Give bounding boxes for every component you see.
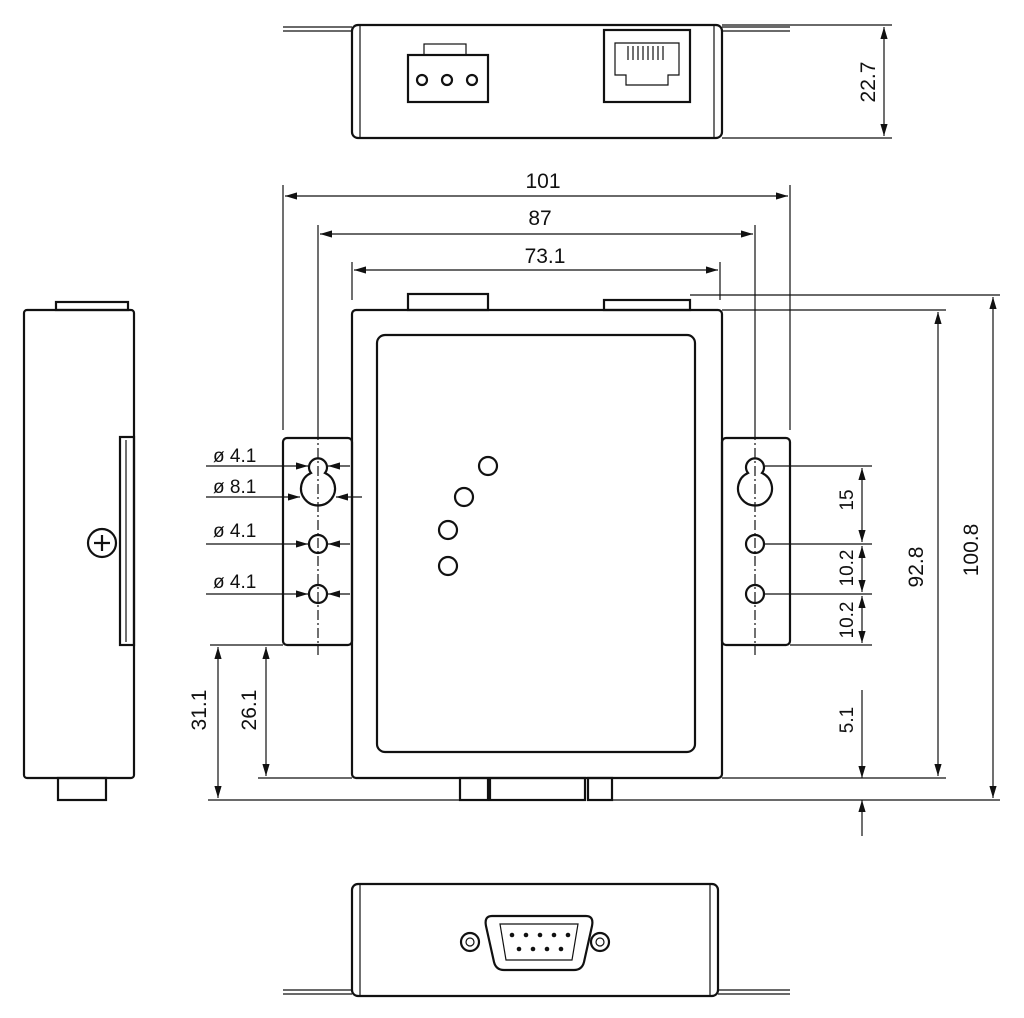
dimension-label: 73.1 (525, 245, 566, 268)
hole-callouts: ø 4.1 ø 8.1 ø 4.1 ø 4.1 (206, 446, 362, 598)
top-view: 22.7 (283, 23, 892, 140)
screw-icon (86, 527, 118, 559)
dimension-height-top: 22.7 (722, 24, 892, 139)
hole-label: ø 8.1 (213, 477, 256, 498)
led-indicators (437, 455, 499, 577)
terminal-block-icon (406, 43, 490, 104)
dimension-label: 31.1 (188, 690, 211, 731)
bottom-view (283, 882, 790, 998)
dimension-label: 10.2 (837, 602, 858, 639)
dimension-label: 26.1 (238, 690, 261, 731)
rj45-port-icon (602, 28, 692, 104)
dimension-label: 101 (525, 170, 560, 193)
dimension-label: 5.1 (837, 707, 858, 733)
side-view (22, 300, 136, 802)
db9-connector-icon (459, 914, 611, 972)
front-view: 101 87 73.1 92.8 100.8 15 10.2 10.2 5.1 … (188, 170, 1000, 836)
hole-label: ø 4.1 (213, 521, 256, 542)
hole-label: ø 4.1 (213, 572, 256, 593)
dimension-label: 15 (837, 489, 858, 510)
dimension-label: 87 (528, 207, 551, 230)
dimension-label: 92.8 (905, 547, 928, 588)
mounting-holes-left (299, 430, 337, 655)
hole-label: ø 4.1 (213, 446, 256, 467)
dimension-label: 10.2 (837, 550, 858, 587)
bottom-connector (458, 776, 614, 802)
dimension-label: 100.8 (960, 524, 983, 577)
mounting-holes-right (736, 430, 774, 655)
dimension-label: 22.7 (857, 62, 880, 103)
